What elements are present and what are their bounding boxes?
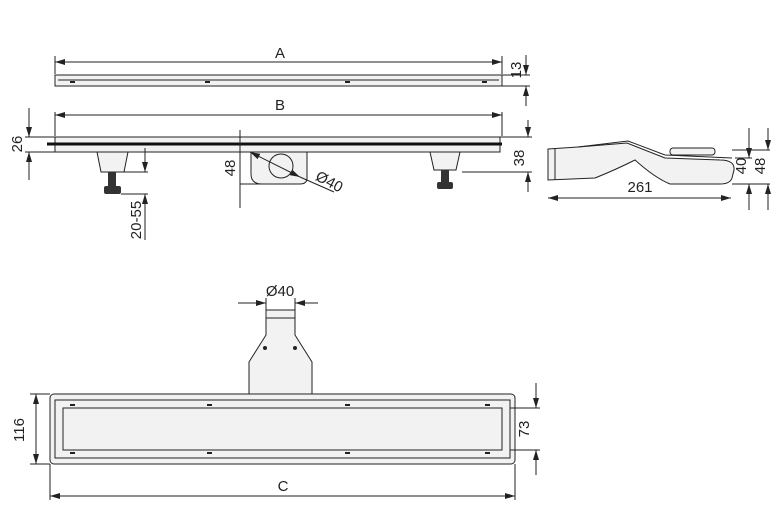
dimension-48-side-label: 48	[752, 158, 769, 175]
dimension-20-55-label: 20-55	[128, 201, 145, 239]
side-profile-view: B 26 20-55 48 Ø40 38	[9, 97, 532, 240]
outlet-pipe	[248, 309, 313, 395]
dimension-13-label: 13	[508, 62, 525, 79]
dimension-261-label: 261	[627, 179, 652, 196]
dimension-26-label: 26	[9, 136, 26, 153]
dimension-48-label: 48	[222, 160, 239, 177]
dimension-c-label: C	[278, 478, 289, 495]
dimension-a-label: A	[275, 45, 285, 62]
plan-view: Ø40 116 73 C	[11, 283, 540, 500]
dimension-40-label: 40	[733, 158, 750, 175]
dimension-116-label: 116	[11, 418, 28, 442]
outlet-diameter-label: Ø40	[313, 168, 346, 196]
grate-insert	[62, 407, 503, 451]
outlet-body	[547, 142, 735, 185]
pipe-diameter-label: Ø40	[266, 283, 294, 300]
right-foot	[429, 151, 461, 171]
left-foot	[96, 151, 129, 173]
dimension-38-label: 38	[511, 150, 528, 167]
dimension-73-label: 73	[516, 421, 533, 438]
dimension-b-label: B	[275, 97, 285, 114]
outlet-side-view: 261 40 48	[547, 128, 771, 210]
top-grate-view: A 13	[54, 45, 530, 106]
